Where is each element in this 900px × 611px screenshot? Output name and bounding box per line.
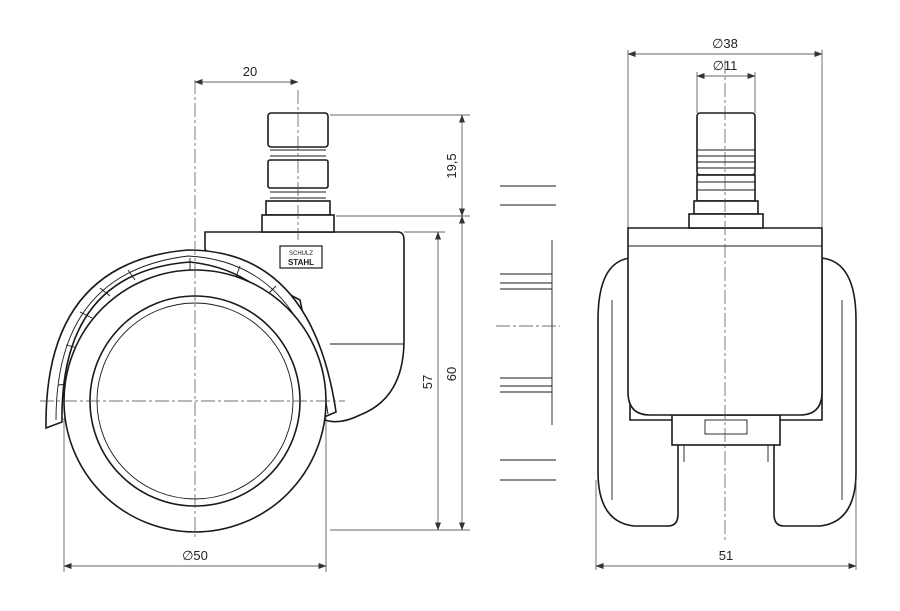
front-axle-bracket (671, 414, 781, 446)
front-wheel-left (597, 257, 679, 527)
dim-label-38: ∅38 (712, 36, 738, 51)
logo-line2: STAHL (288, 258, 314, 267)
middle-partial-view (496, 185, 560, 481)
dim-label-50: ∅50 (182, 548, 208, 563)
side-view: SCHULZ STAHL 20 19,5 57 60 ∅50 (40, 64, 470, 572)
bracket-plate (704, 419, 748, 435)
brand-logo: SCHULZ STAHL (279, 245, 323, 269)
dim-label-51: 51 (719, 548, 733, 563)
logo-line1: SCHULZ (289, 251, 313, 257)
front-wheel-right (773, 257, 857, 527)
front-stem (688, 112, 764, 229)
dim-label-60: 60 (444, 367, 459, 381)
dim-label-20: 20 (243, 64, 257, 79)
dim-label-19-5: 19,5 (444, 153, 459, 178)
front-view: ∅38 ∅11 51 (595, 36, 857, 570)
dim-label-11: ∅11 (713, 58, 738, 73)
side-wheel-guard (45, 249, 337, 430)
side-housing (204, 231, 405, 423)
dim-label-57: 57 (420, 375, 435, 389)
